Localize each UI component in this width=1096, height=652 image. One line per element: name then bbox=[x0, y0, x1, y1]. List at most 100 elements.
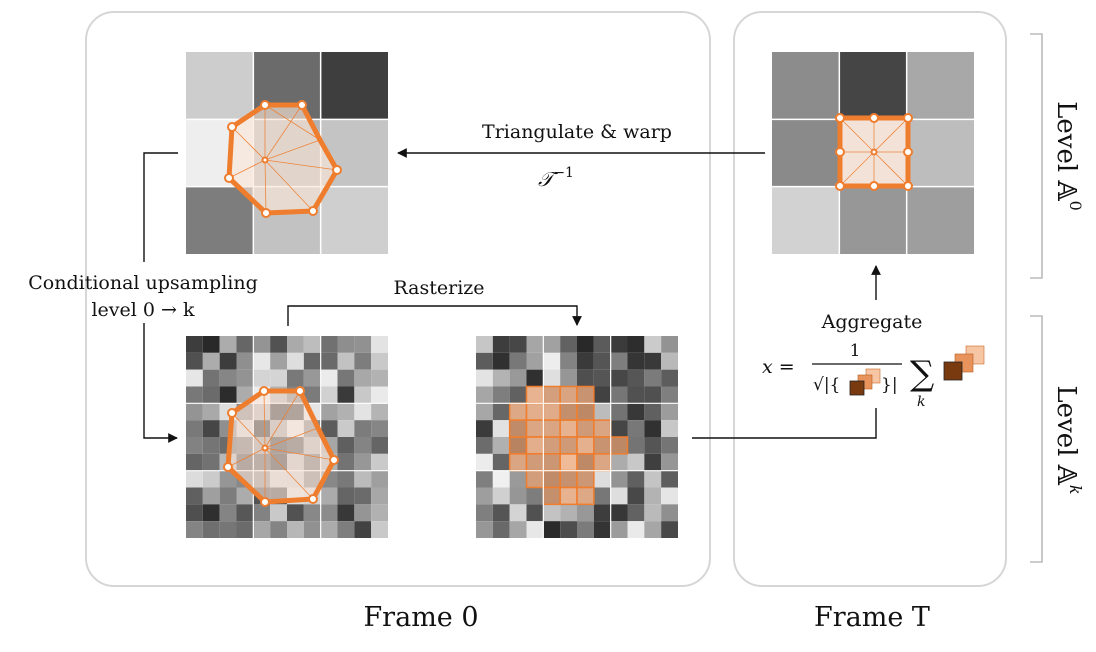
grid-cell bbox=[492, 453, 510, 471]
grid-cell bbox=[661, 336, 678, 353]
grid-cell bbox=[202, 352, 220, 370]
grid-cell bbox=[236, 521, 254, 538]
grid-cell bbox=[476, 352, 493, 370]
grid-cell bbox=[236, 352, 254, 370]
grid-cell bbox=[287, 369, 304, 387]
grid-cell bbox=[354, 352, 372, 370]
grid-cell bbox=[371, 352, 388, 370]
svg-text:∑: ∑ bbox=[910, 354, 934, 394]
grid-cell bbox=[476, 369, 493, 387]
svg-text:Level 𝔸k: Level 𝔸k bbox=[1051, 385, 1085, 494]
grid-cell bbox=[661, 352, 678, 370]
raster-cell bbox=[525, 385, 545, 405]
grid-cell bbox=[476, 403, 493, 421]
grid-cell bbox=[202, 386, 220, 404]
raster-cell bbox=[525, 469, 545, 489]
grid-cell bbox=[593, 369, 611, 387]
grid-cell bbox=[772, 52, 840, 120]
grid-cell bbox=[253, 521, 271, 538]
grid-cell bbox=[186, 420, 203, 437]
grid-cell bbox=[627, 437, 645, 454]
grid-cell bbox=[610, 470, 628, 488]
grid-cell bbox=[543, 369, 561, 387]
grid-cell bbox=[303, 386, 321, 404]
grid-cell bbox=[337, 403, 355, 421]
grid-cell bbox=[219, 504, 237, 522]
grid-cell bbox=[509, 470, 527, 488]
grid-cell bbox=[593, 504, 611, 522]
grid-cell bbox=[610, 386, 628, 404]
grid-cell bbox=[627, 504, 645, 522]
svg-text:Level 𝔸0: Level 𝔸0 bbox=[1051, 101, 1085, 211]
grid-cell bbox=[186, 437, 203, 454]
raster-cell bbox=[576, 436, 595, 455]
patch-stack-icon bbox=[943, 345, 985, 381]
grid-cell bbox=[492, 487, 510, 505]
grid-cell bbox=[509, 487, 527, 505]
grid-cell bbox=[593, 470, 611, 488]
grid-cell bbox=[202, 403, 220, 421]
grid-cell bbox=[577, 504, 594, 522]
grid-cell bbox=[354, 403, 372, 421]
grid-cell bbox=[320, 487, 338, 505]
warped-polygon-coarse bbox=[224, 100, 342, 218]
grid-cell bbox=[186, 369, 203, 387]
level0-label: Level 𝔸0 bbox=[1051, 101, 1085, 211]
grid-cell bbox=[186, 470, 203, 488]
grid-cell bbox=[560, 521, 577, 538]
grid-cell bbox=[492, 470, 510, 488]
grid-cell bbox=[371, 336, 388, 353]
grid-cell bbox=[644, 336, 662, 353]
grid-cell bbox=[577, 352, 594, 370]
grid-cell bbox=[337, 420, 355, 437]
grid-cell bbox=[371, 487, 388, 505]
grid-cell bbox=[772, 186, 840, 254]
grid-cell bbox=[186, 504, 203, 522]
grid-cell bbox=[320, 352, 338, 370]
raster-cell bbox=[576, 402, 595, 421]
grid-cell bbox=[354, 504, 372, 522]
grid-cell bbox=[320, 386, 338, 404]
grid-cell bbox=[303, 336, 321, 353]
grid-cell bbox=[492, 504, 510, 522]
grid-cell bbox=[253, 504, 271, 522]
grid-cell bbox=[627, 470, 645, 488]
grid-cell bbox=[526, 521, 544, 538]
grid-cell bbox=[202, 470, 220, 488]
grid-cell bbox=[202, 420, 220, 437]
grid-cell bbox=[627, 420, 645, 437]
raster-cell bbox=[576, 469, 595, 489]
grid-cell bbox=[186, 186, 254, 254]
grid-cell bbox=[526, 336, 544, 353]
grid-cell bbox=[627, 521, 645, 538]
raster-cell bbox=[542, 486, 561, 506]
upsampling-label-line1: Conditional upsampling bbox=[28, 272, 258, 294]
grid-cell bbox=[236, 336, 254, 353]
grid-cell bbox=[839, 186, 907, 254]
grid-cell bbox=[492, 386, 510, 404]
grid-cell bbox=[354, 521, 372, 538]
grid-cell bbox=[610, 336, 628, 353]
raster-cell bbox=[559, 402, 578, 421]
grid-cell bbox=[270, 521, 287, 538]
grid-cell bbox=[543, 521, 561, 538]
grid-cell bbox=[526, 487, 544, 505]
grid-cell bbox=[492, 352, 510, 370]
raster-cell bbox=[593, 436, 612, 455]
grid-cell bbox=[610, 403, 628, 421]
grid-cell bbox=[337, 470, 355, 488]
grid-cell bbox=[839, 52, 907, 120]
grid-cell bbox=[337, 437, 355, 454]
grid-cell bbox=[186, 453, 203, 471]
grid-cell bbox=[476, 386, 493, 404]
raster-cell bbox=[542, 419, 561, 438]
raster-cell bbox=[559, 385, 578, 405]
raster-cell bbox=[576, 453, 595, 472]
raster-cell bbox=[508, 402, 528, 421]
grid-cell bbox=[219, 470, 237, 488]
raster-cell bbox=[525, 402, 545, 421]
grid-cell bbox=[509, 504, 527, 522]
grid-cell bbox=[509, 386, 527, 404]
grid-cell bbox=[644, 487, 662, 505]
grid-cell bbox=[610, 369, 628, 387]
